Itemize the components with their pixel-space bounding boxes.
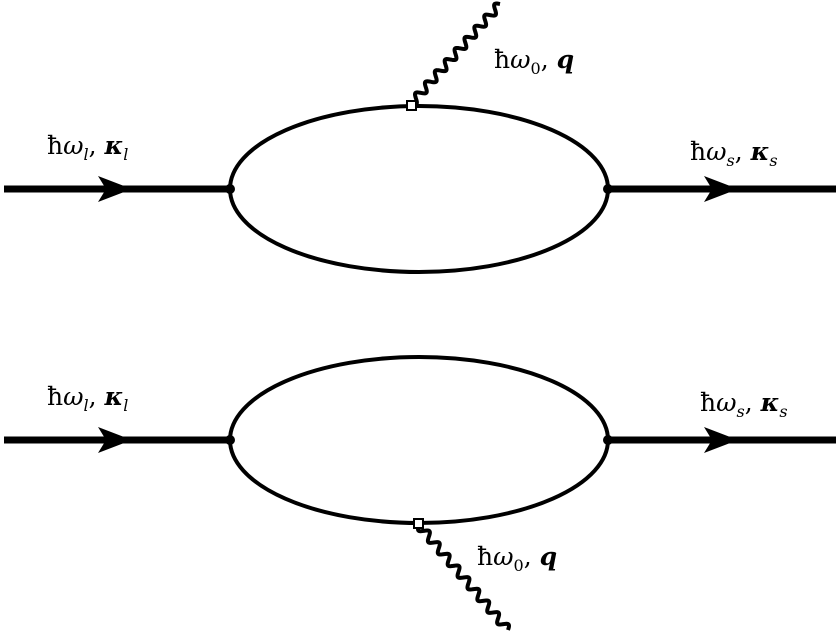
phonon-label: ħω0, q xyxy=(477,542,557,575)
phonon-label: ħω0, q xyxy=(494,45,574,78)
diagram-bottom: ħωl, κl ħωs, κs ħω0, q xyxy=(4,355,836,631)
incoming-label: ħωl, κl xyxy=(47,131,128,164)
phonon-wavy-line xyxy=(410,1,501,107)
right-vertex xyxy=(603,435,613,445)
electron-loop xyxy=(228,355,610,525)
left-vertex xyxy=(225,184,235,194)
phonon-vertex xyxy=(406,100,417,111)
electron-loop xyxy=(228,104,610,274)
outgoing-arrow xyxy=(704,427,738,453)
phonon-vertex xyxy=(413,518,424,529)
diagram-top: ħωl, κl ħωs, κs ħω0, q xyxy=(4,1,836,274)
incoming-label: ħωl, κl xyxy=(47,382,128,415)
outgoing-arrow xyxy=(704,176,738,202)
right-vertex xyxy=(603,184,613,194)
phonon-wavy-line xyxy=(416,524,511,631)
left-vertex xyxy=(225,435,235,445)
outgoing-label: ħωs, κs xyxy=(700,388,788,421)
incoming-arrow xyxy=(98,176,132,202)
outgoing-label: ħωs, κs xyxy=(690,137,778,170)
incoming-arrow xyxy=(98,427,132,453)
